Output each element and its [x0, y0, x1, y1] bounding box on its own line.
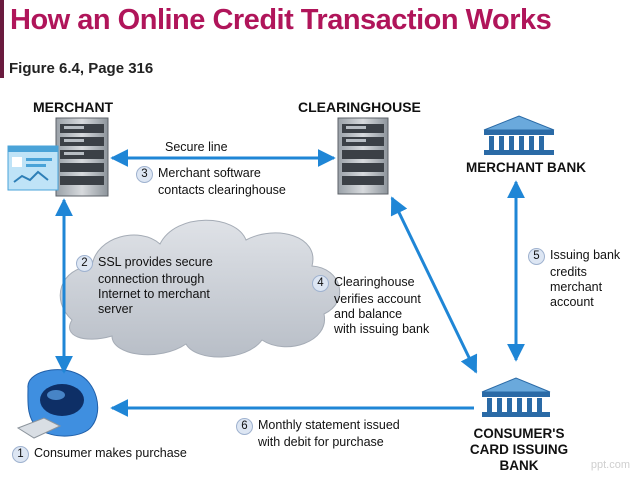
page-title: How an Online Credit Transaction Works	[10, 4, 552, 36]
step-number-badge: 4	[312, 275, 329, 292]
step-number-badge: 2	[76, 255, 93, 272]
arrow-clearinghouse-consumer-bank	[390, 196, 478, 374]
clearinghouse-label: CLEARINGHOUSE	[298, 99, 421, 115]
web-page-icon	[7, 145, 59, 191]
step-number-badge: 1	[12, 446, 29, 463]
merchant-server-icon	[55, 117, 109, 197]
watermark: ppt.com	[590, 459, 630, 471]
step-number-badge: 3	[136, 166, 153, 183]
step-number-badge: 5	[528, 248, 545, 265]
merchant-bank-icon	[483, 115, 555, 155]
consumer-computer-icon	[16, 369, 99, 439]
consumer-bank-label: CONSUMER'S CARD ISSUING BANK	[469, 426, 569, 473]
internet-cloud	[59, 219, 341, 358]
secure-line-label: Secure line	[165, 140, 228, 154]
consumer-bank-icon	[481, 377, 551, 417]
clearinghouse-server-icon	[337, 117, 389, 195]
slide-edge-bar	[0, 0, 4, 78]
step-number-badge: 6	[236, 418, 253, 435]
figure-caption: Figure 6.4, Page 316	[9, 60, 154, 77]
merchant-label: MERCHANT	[33, 99, 114, 115]
merchant-bank-label: MERCHANT BANK	[466, 160, 586, 175]
